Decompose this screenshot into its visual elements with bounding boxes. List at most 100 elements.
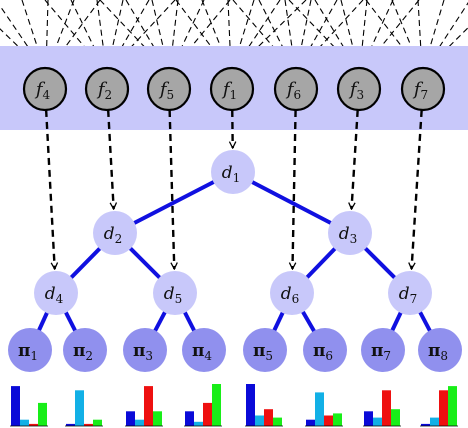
leaf-node-pi4-label: π4 [192,341,212,363]
histogram-bar [84,423,93,426]
input-line [51,0,101,67]
histogram-pi6 [305,392,343,427]
input-line [96,0,106,67]
histogram-bar [364,411,373,426]
feature-node-f4: f4 [22,66,68,112]
decision-node-d7-circle [388,271,432,315]
leaf-node-pi7-label: π7 [371,341,391,363]
routing-edge-f7-d7 [412,109,423,269]
decision-node-d4-circle [34,271,78,315]
histogram-bar [430,417,439,426]
decision-node-d7: d7 [388,271,432,315]
histogram-bar [126,411,135,426]
leaf-node-pi5: π5 [243,328,287,372]
decision-node-d7-label: d7 [399,284,418,306]
input-line [426,2,468,67]
decision-node-d2-label: d2 [104,224,123,246]
decision-node-d2-circle [93,211,137,255]
decision-node-d3-circle [328,211,372,255]
feature-node-f1-circle [209,66,255,112]
histogram-bar [333,413,342,426]
feature-node-f4-circle [22,66,68,112]
input-line [175,0,227,67]
decision-node-d6-circle [270,271,314,315]
decision-node-d3-label: d3 [339,224,358,246]
histogram-bar [20,419,29,426]
histogram-bar [255,415,264,426]
histogram-bar [448,386,457,426]
histogram-bar [421,423,430,426]
input-line [151,0,168,67]
routing-edges [44,109,423,269]
input-line [297,0,312,67]
input-line [48,0,75,67]
leaf-node-pi8-label: π8 [428,341,448,363]
histogram-bar [66,423,75,426]
histogram-bar [391,409,400,426]
histogram-bar [29,423,38,426]
input-line [170,0,179,67]
leaf-node-pi5-circle [243,328,287,372]
histogram-bar [439,390,448,426]
feature-node-f5: f5 [146,66,192,112]
input-line [238,0,307,67]
leaf-node-pi1-label: π1 [18,341,38,363]
histogram-bar [11,386,20,426]
histogram-bar [135,419,144,426]
tree-edge-d1-d2 [114,170,234,235]
decision-node-d1: d1 [211,150,255,194]
histogram-bar [93,419,102,426]
histogram-bar [246,384,255,426]
histogram-bar [75,390,84,426]
leaf-node-pi6: π6 [303,328,347,372]
histogram-pi3 [125,386,163,427]
feature-node-f6: f6 [273,66,319,112]
leaf-node-pi3-circle [123,328,167,372]
input-line [0,4,42,67]
decision-node-d4: d4 [34,271,78,315]
input-line [108,0,124,67]
leaf-node-pi2-label: π2 [73,341,93,363]
leaf-node-pi5-label: π5 [253,341,273,363]
decision-node-d5-circle [153,271,197,315]
histogram-bar [373,417,382,426]
feature-node-f5-circle [146,66,192,112]
histogram-bar [153,411,162,426]
histogram-pi1 [10,386,48,427]
input-line [288,0,354,67]
input-line [360,0,368,67]
decision-node-d6: d6 [270,271,314,315]
routing-edge-f2-d2 [106,109,114,209]
histogram-pi7 [363,390,401,427]
leaf-node-pi3-label: π3 [133,341,153,363]
decision-node-d1-label: d1 [222,163,241,185]
input-line [233,0,255,67]
decision-node-d5-label: d5 [164,284,183,306]
histogram-bar [185,411,194,426]
leaf-node-pi8-circle [418,328,462,372]
feature-node-f3-circle [336,66,382,112]
histogram-bar [273,417,282,426]
decision-node-d4-label: d4 [45,284,64,306]
histogram-bar [194,421,203,426]
feature-node-f6-circle [273,66,319,112]
decision-node-d5: d5 [153,271,197,315]
leaf-node-pi2-circle [63,328,107,372]
histogram-bar [315,392,324,426]
decision-node-d6-label: d6 [281,284,300,306]
leaf-node-pi4: π4 [182,328,226,372]
histogram-bar [306,419,315,426]
leaf-node-pi6-label: π6 [313,341,333,363]
feature-node-f7: f7 [400,66,446,112]
leaf-node-pi1-circle [8,328,52,372]
routing-edge-f5-d5 [168,109,175,269]
leaf-node-pi4-circle [182,328,226,372]
routing-edge-f4-d4 [44,109,55,269]
decision-node-d1-circle [211,150,255,194]
tree-edges [28,170,442,352]
histogram-bar [382,390,391,426]
decision-node-d2: d2 [93,211,137,255]
routing-edge-f6-d6 [292,109,297,269]
